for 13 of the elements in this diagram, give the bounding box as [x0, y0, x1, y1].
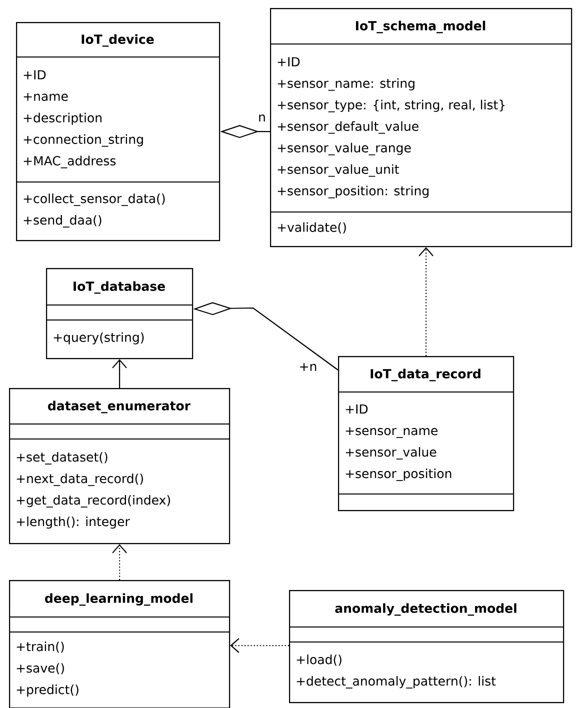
multiplicity-label: n	[257, 114, 267, 122]
arrow	[112, 359, 127, 388]
multiplicity-label: +n	[298, 362, 318, 372]
class-box: IoT_device +ID +name +description +connection_string +MAC_address +collect_sensor_data() +send_daa()	[16, 22, 220, 242]
class-box: anomaly_detection_model +load() +detect_anomaly_pattern(): list	[289, 590, 564, 704]
class-box: IoT_data_record +ID +sensor_name +sensor_value +sensor_position	[338, 356, 514, 512]
class-box: IoT_schema_model +ID +sensor_name: string +sensor_type: {int, string, real, list} +sensor_default_value +sensor_value_range +sensor_value_unit +sensor_position: string +validate()	[270, 8, 572, 248]
arrow	[418, 247, 434, 356]
arrow	[230, 638, 289, 653]
arrow	[112, 544, 127, 580]
class-box: dataset_enumerator +set_dataset() +next_data_record() +get_data_record(index) +length(): integer	[9, 388, 230, 544]
class-box: deep_learning_model +train() +save() +predict()	[9, 580, 230, 708]
class-box: IoT_database +query(string)	[46, 268, 194, 360]
